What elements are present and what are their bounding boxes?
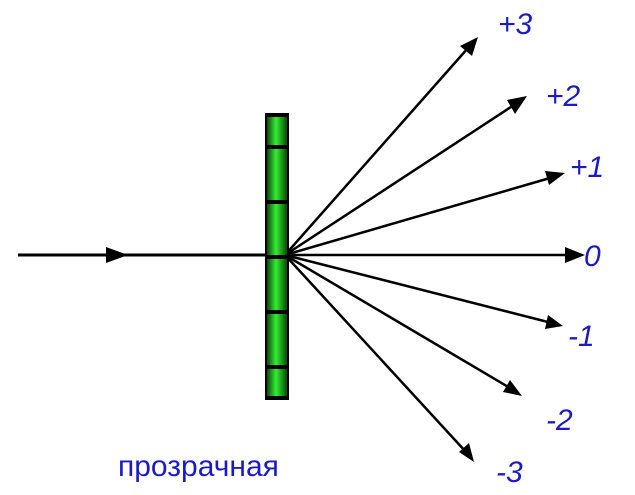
order-label-minus-1: -1 <box>568 320 595 353</box>
grating-cell <box>267 369 287 396</box>
order-label-minus-2: -2 <box>546 404 573 437</box>
grating-cell <box>267 204 287 255</box>
ray-order-minus-1 <box>284 253 563 329</box>
ray-order-plus-3 <box>284 37 478 256</box>
grating-cell <box>267 149 287 200</box>
grating-cell <box>267 117 287 145</box>
ray-order-plus-1 <box>284 171 565 257</box>
order-label-plus-2: +2 <box>546 80 581 113</box>
order-label-minus-3: -3 <box>496 456 523 489</box>
diffraction-grating <box>265 113 289 400</box>
grating-cell <box>267 314 287 365</box>
ray-order-minus-2 <box>284 253 522 396</box>
grating-caption: прозрачная <box>118 450 279 483</box>
order-label-plus-1: +1 <box>570 151 604 184</box>
ray-order-0 <box>285 247 585 263</box>
order-label-0: 0 <box>584 240 601 273</box>
diffracted-rays <box>284 37 585 462</box>
ray-order-minus-3 <box>284 254 474 462</box>
incident-ray <box>18 247 285 263</box>
order-label-plus-3: +3 <box>498 8 533 41</box>
grating-cell <box>267 259 287 310</box>
ray-order-plus-2 <box>284 96 527 257</box>
